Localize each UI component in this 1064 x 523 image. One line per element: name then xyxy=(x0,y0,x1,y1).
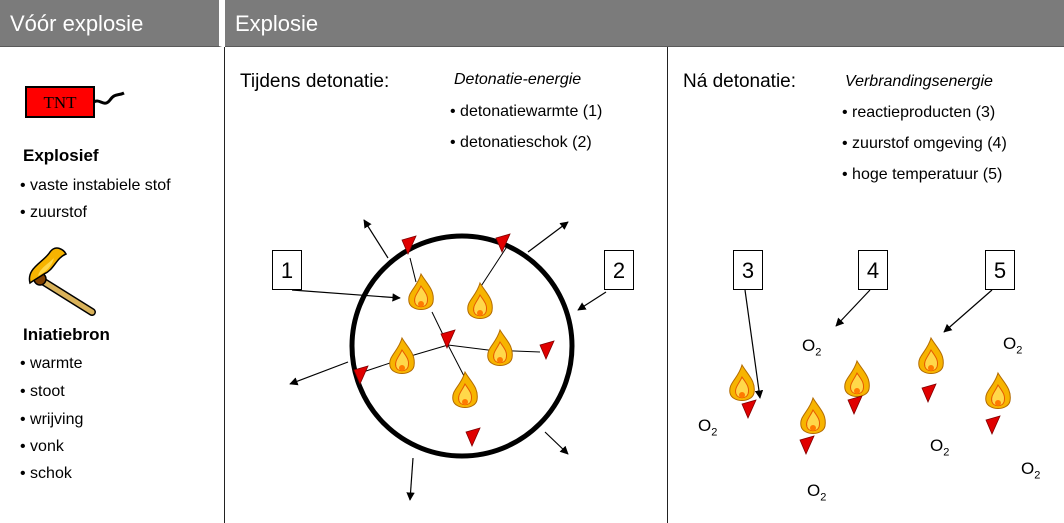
red-shard-icon xyxy=(921,383,937,403)
arrow-icon xyxy=(363,219,389,259)
red-shard-icon xyxy=(495,233,511,253)
red-shard-icon xyxy=(985,415,1001,435)
arrow-icon xyxy=(744,289,764,399)
detonatie-heading: Tijdens detonatie: xyxy=(240,71,390,92)
na-detonatie-item: • zuurstof omgeving (4) xyxy=(842,135,1007,152)
oxygen-label: O2 xyxy=(1003,334,1023,357)
initiatie-item: • wrijving xyxy=(20,411,84,428)
arrow-icon xyxy=(406,457,415,501)
arrow-icon xyxy=(527,221,569,253)
flame-icon xyxy=(408,273,434,310)
flame-icon xyxy=(800,397,826,434)
flame-icon xyxy=(389,337,415,374)
na-detonatie-item: • hoge temperatuur (5) xyxy=(842,166,1003,183)
tnt-label: TNT xyxy=(43,93,77,112)
initiatie-item: • stoot xyxy=(20,383,65,400)
outward-arrows xyxy=(289,219,569,501)
arrow-icon xyxy=(577,291,607,311)
red-shard-icon xyxy=(847,395,863,415)
oxygen-label: O2 xyxy=(802,336,822,359)
red-shard-icon xyxy=(799,435,815,455)
after-shards xyxy=(741,383,1001,455)
circle-flames xyxy=(389,273,513,408)
red-shard-icon xyxy=(741,399,757,419)
detonation-circle xyxy=(349,233,575,459)
oxygen-label: O2 xyxy=(930,436,950,459)
detonatie-subheading: Detonatie-energie xyxy=(454,71,582,88)
oxygen-label: O2 xyxy=(698,416,718,439)
na-detonatie-item: • reactieproducten (3) xyxy=(842,104,996,121)
explosief-item: • vaste instabiele stof xyxy=(20,177,171,194)
flame-icon xyxy=(844,360,870,397)
initiatie-item: • vonk xyxy=(20,438,64,455)
arrow-icon xyxy=(289,361,349,386)
flame-icon xyxy=(918,337,944,374)
arrow-icon xyxy=(544,431,569,455)
box-3: 3 xyxy=(733,250,763,290)
arrow-icon xyxy=(835,289,871,327)
header-before-explosion: Vóór explosie xyxy=(0,0,222,47)
after-flames xyxy=(729,337,1011,434)
red-shard-icon xyxy=(465,427,481,447)
box-2: 2 xyxy=(604,250,634,290)
flame-icon xyxy=(452,371,478,408)
tnt-stick-icon: TNT xyxy=(25,86,125,118)
box-1: 1 xyxy=(272,250,302,290)
red-shard-icon xyxy=(539,340,555,360)
detonatie-item: • detonatiewarmte (1) xyxy=(450,103,603,120)
oxygen-label: O2 xyxy=(1021,459,1041,482)
flame-icon xyxy=(467,282,493,319)
detonatie-item: • detonatieschok (2) xyxy=(450,134,592,151)
oxygen-label: O2 xyxy=(807,481,827,504)
divider-middle xyxy=(667,47,668,523)
initiatie-heading: Iniatiebron xyxy=(23,325,110,344)
flame-icon xyxy=(985,372,1011,409)
arrow-icon xyxy=(291,289,401,302)
explosief-heading: Explosief xyxy=(23,146,99,165)
match-icon xyxy=(28,247,96,316)
initiatie-item: • schok xyxy=(20,465,72,482)
flame-icon xyxy=(487,329,513,366)
arrow-icon xyxy=(943,289,993,333)
box-5: 5 xyxy=(985,250,1015,290)
initiatie-item: • warmte xyxy=(20,355,83,372)
header-explosion: Explosie xyxy=(225,0,1064,47)
explosief-item: • zuurstof xyxy=(20,204,87,221)
flame-icon xyxy=(729,364,755,401)
box-4: 4 xyxy=(858,250,888,290)
na-detonatie-heading: Ná detonatie: xyxy=(683,71,797,92)
na-detonatie-subheading: Verbrandingsenergie xyxy=(845,73,993,90)
divider-left xyxy=(224,47,225,523)
